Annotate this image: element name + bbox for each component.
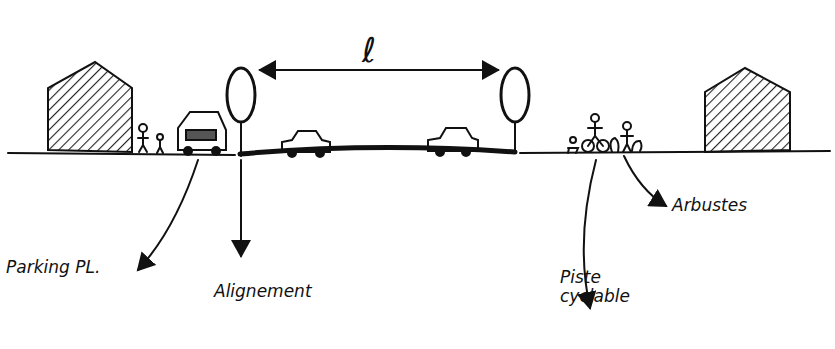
dimension-line bbox=[260, 69, 498, 71]
sketch-lines bbox=[8, 62, 830, 308]
part-label: Arbustes bbox=[672, 196, 782, 215]
leader-line bbox=[624, 156, 666, 206]
truck bbox=[178, 112, 226, 150]
truck-grille bbox=[186, 130, 216, 140]
house bbox=[705, 68, 790, 152]
part-label: Alignement bbox=[214, 282, 344, 301]
car bbox=[282, 131, 330, 152]
car bbox=[428, 128, 478, 151]
tree-trunk bbox=[240, 122, 242, 156]
part-label: Parking PL. bbox=[6, 258, 136, 277]
tree-crown bbox=[227, 68, 255, 122]
dimension-label: ℓ bbox=[362, 32, 402, 69]
house bbox=[48, 62, 132, 152]
leader-line bbox=[138, 160, 198, 270]
tree-trunk bbox=[514, 122, 516, 153]
tree-crown bbox=[501, 68, 529, 122]
part-label: Piste cyclable bbox=[560, 268, 640, 305]
leader-line bbox=[240, 160, 242, 256]
